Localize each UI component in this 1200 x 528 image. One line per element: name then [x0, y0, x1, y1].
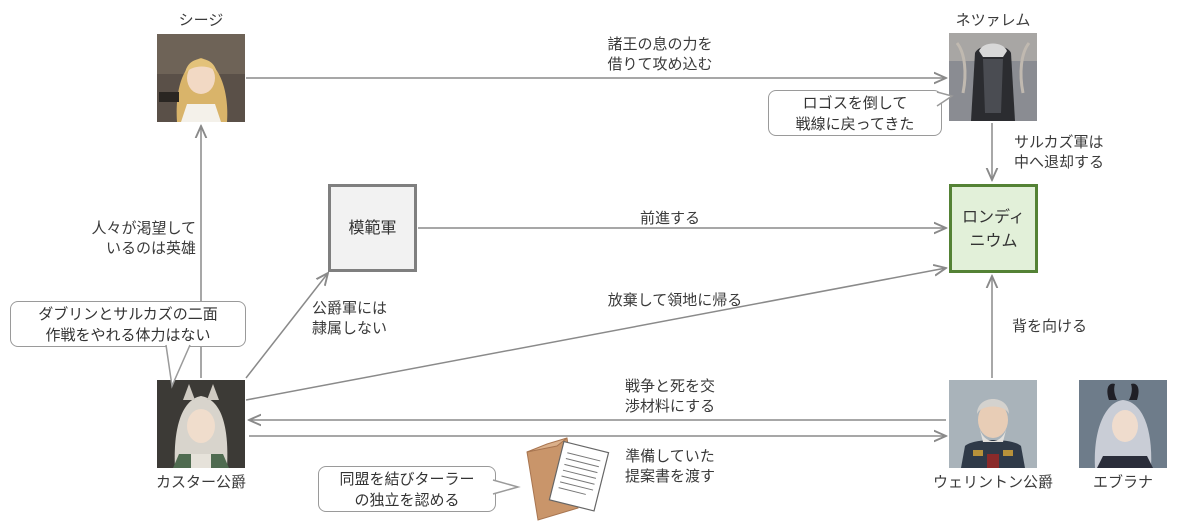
- nezzsalem-quote-bubble: ロゴスを倒して 戦線に戻ってきた: [768, 90, 942, 136]
- document-quote-bubble: 同盟を結びターラー の独立を認める: [318, 466, 496, 512]
- model-army-label: 模範軍: [348, 218, 397, 237]
- edge-label-model-army-londinium: 前進する: [639, 209, 700, 227]
- document-icon: [526, 437, 610, 521]
- nezzsalem-quote-text: ロゴスを倒して 戦線に戻ってきた: [795, 94, 915, 133]
- nezzsalem-name: ネツァレム: [955, 11, 1031, 29]
- document-bubble-tail: [492, 479, 521, 495]
- ebrana-name: エブラナ: [1092, 473, 1153, 491]
- edge-label-wellington-caster: 戦争と死を交 渉材料にする: [624, 377, 716, 415]
- model-army-node: 模範軍: [328, 184, 417, 272]
- nezzsalem-avatar: [949, 33, 1037, 121]
- nezzsalem-bubble-tail: [936, 91, 954, 107]
- edge-label-nezzsalem-londinium: サルカズ軍は 中へ退却する: [1014, 133, 1105, 171]
- edge-label-caster-model-army: 公爵軍には 隷属しない: [312, 299, 388, 337]
- duke-wellington-name: ウェリントン公爵: [932, 473, 1053, 491]
- siege-avatar: [157, 34, 245, 122]
- document-quote-text: 同盟を結びターラー の独立を認める: [339, 470, 475, 509]
- ebrana-avatar: [1079, 380, 1167, 468]
- arrow-caster-to-model-army: [245, 273, 328, 379]
- siege-name: シージ: [178, 11, 224, 29]
- caster-quote-text: ダブリンとサルカズの二面 作戦をやれる体力はない: [38, 305, 218, 344]
- duke-caster-name: カスター公爵: [155, 473, 246, 491]
- edge-label-siege-nezzsalem: 諸王の息の力を 借りて攻め込む: [607, 35, 713, 73]
- edge-label-caster-siege: 人々が渇望して いるのは英雄: [91, 219, 196, 257]
- duke-wellington-avatar: [949, 380, 1037, 468]
- edge-label-caster-wellington: 準備していた 提案書を渡す: [624, 447, 715, 485]
- londinium-label: ロンディ ニウム: [962, 206, 1025, 250]
- duke-caster-avatar: [157, 380, 245, 468]
- caster-bubble-tail: [165, 344, 191, 389]
- londinium-node: ロンディ ニウム: [949, 184, 1038, 273]
- caster-quote-bubble: ダブリンとサルカズの二面 作戦をやれる体力はない: [10, 301, 246, 347]
- arrow-caster-to-londinium: [245, 268, 946, 401]
- edge-label-caster-londinium: 放棄して領地に帰る: [607, 291, 743, 309]
- edge-label-wellington-londinium: 背を向ける: [1012, 317, 1088, 335]
